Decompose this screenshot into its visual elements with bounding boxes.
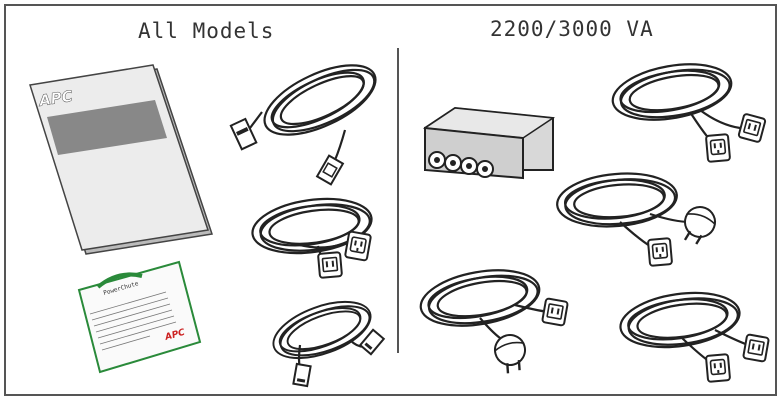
schuko-c13-cable-icon [415, 260, 569, 377]
terminal-block-icon [422, 106, 556, 180]
section-divider [397, 48, 399, 353]
c13-c14-cable-icon [615, 284, 770, 383]
manual-brand-label: APC [37, 87, 74, 110]
schuko-c19-cable-icon [553, 167, 721, 267]
iec-c13-c14-cable-icon [247, 190, 377, 279]
usb-cable-icon [229, 49, 387, 186]
network-cable-icon [265, 289, 386, 388]
registration-card-icon: PowerChute APC [77, 260, 202, 374]
heading-all-models: All Models [138, 19, 275, 43]
user-manual-icon: APC [29, 64, 213, 255]
iec-c19-c20-cable-icon [607, 54, 767, 163]
heading-2200-3000-va: 2200/3000 VA [490, 17, 654, 41]
